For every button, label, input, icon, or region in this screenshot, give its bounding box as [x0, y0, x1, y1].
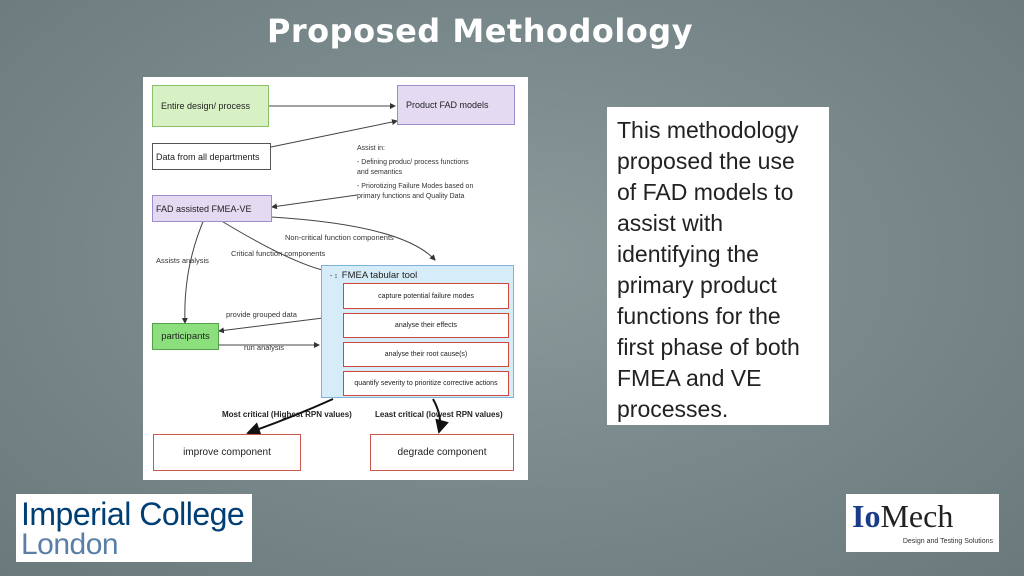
arrow-most-critical	[246, 398, 334, 436]
iomech-brand: IoMech	[852, 498, 954, 534]
arrow-least-critical	[432, 398, 449, 434]
fmea-title: - ↕FMEA tabular tool	[330, 270, 418, 281]
fmea-step-effects: analyse their effects	[343, 313, 509, 338]
diagram-connectors	[181, 103, 449, 436]
assists-analysis-label: Assists analysis	[156, 256, 209, 265]
arrow-critical	[214, 216, 332, 275]
arrow-assists-analysis	[181, 216, 206, 324]
imperial-logo-line2: London	[21, 528, 119, 561]
iomech-tagline: Design and Testing Solutions	[902, 538, 993, 545]
description-text: This methodology proposed the use of FAD…	[617, 117, 800, 422]
methodology-diagram: Entire design/ process Product FAD model…	[143, 77, 528, 480]
critical-label: Critical function components	[231, 249, 326, 258]
arrow-non-critical	[270, 216, 436, 261]
fmea-step-capture: capture potential failure modes	[343, 283, 509, 309]
description-box: This methodology proposed the use of FAD…	[607, 107, 829, 425]
run-analysis-label: run analysis	[244, 343, 285, 352]
fmea-step-root-cause: analyse their root cause(s)	[343, 342, 509, 367]
iomech-logo: IoMech Design and Testing Solutions	[846, 494, 999, 552]
improve-component-node: improve component	[153, 434, 301, 471]
arrow-fad-to-fmeave	[271, 194, 358, 210]
provide-grouped-label: provide grouped data	[226, 310, 297, 319]
non-critical-label: Non-critical function components	[285, 233, 394, 242]
imperial-college-logo: Imperial College London	[16, 494, 252, 562]
least-critical-label: Least critical (lowest RPN values)	[375, 410, 503, 419]
slide-title: Proposed Methodology	[266, 12, 694, 50]
imperial-logo-line1: Imperial College	[21, 496, 245, 532]
entire-design-node: Entire design/ process	[152, 85, 269, 127]
arrow-data-to-fad	[270, 119, 398, 148]
product-fad-node: Product FAD models	[397, 85, 515, 125]
fmea-step-severity: quantify severity to prioritize correcti…	[343, 371, 509, 396]
data-departments-node: Data from all departments	[152, 143, 271, 170]
fad-fmea-ve-node: FAD assisted FMEA-VE	[152, 195, 272, 222]
assist-in-label: Assist in: - Defining produc/ process fu…	[357, 145, 474, 200]
most-critical-label: Most critical (Highest RPN values)	[222, 410, 352, 419]
arrow-provide-grouped	[218, 317, 324, 334]
participants-node: participants	[152, 323, 219, 350]
degrade-component-node: degrade component	[370, 434, 514, 471]
